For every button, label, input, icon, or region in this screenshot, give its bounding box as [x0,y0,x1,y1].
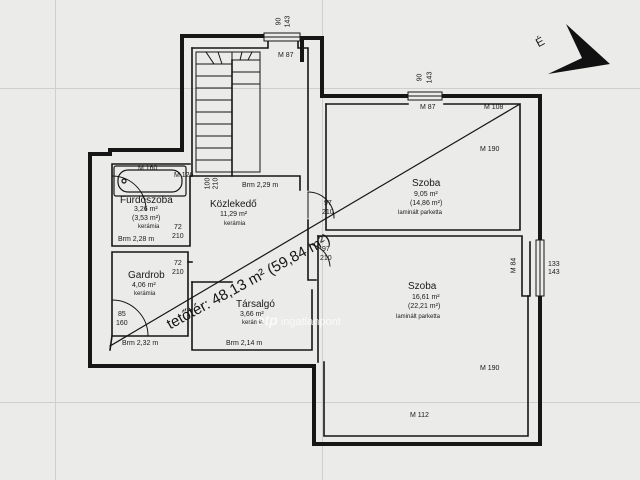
room-floor: laminált parketta [398,210,443,216]
room-floor: kerámia [134,291,156,297]
watermark-brand: otp [256,312,278,328]
window-dim-lower: 143 [548,269,560,276]
door-dim-height: 160 [116,320,128,327]
room-area: 3,66 m² [240,311,264,318]
room-name: Társalgó [236,299,275,310]
window-dim-lower: 143 [426,71,434,84]
room-area: 9,05 m² [414,191,438,198]
room-area: 4,06 m² [132,282,156,289]
m-label: M 190 [480,146,500,153]
bathtub [113,165,187,197]
door-dim-height: 210 [212,177,220,190]
room-name: Szoba [412,178,441,189]
m-label: M 190 [480,365,500,372]
window-m-label: M 87 [278,52,294,59]
m-label: M 112 [410,412,429,419]
inner-walls [109,39,531,437]
room-area-total: (14,86 m²) [410,200,443,207]
ceiling-height-label: Brm 2,32 m [122,340,159,347]
door-dim-width: 72 [174,260,182,267]
window-dim-lower: 143 [284,15,292,28]
room-floor: kerámia [242,320,264,326]
door-dim-width: 97 [322,246,330,253]
room-area: 11,29 m² [220,211,248,218]
watermark: otp ingatlanpont [256,312,341,328]
outer-walls [88,34,542,446]
room-name: Fürdőszoba [120,195,173,206]
ceiling-height-label: Brm 2,14 m [226,340,263,347]
m-label: M 160 [138,165,158,172]
room-floor: kerámia [224,221,246,227]
room-area: 16,61 m² [412,294,440,301]
door-dim-height: 210 [172,269,184,276]
m-label: M 108 [484,104,504,111]
door-dim-height: 210 [320,255,332,262]
door-dim-width: 72 [174,224,182,231]
room-floor: laminált parketta [396,314,441,320]
door-dim-height: 210 [322,209,334,216]
window-dim-upper: 90 [275,17,283,26]
room-name: Gardrob [128,270,165,281]
paper-grid-line [55,0,56,480]
door-swings [111,175,335,337]
watermark-text: ingatlanpont [280,316,341,328]
door-dim-width: 100 [204,177,212,190]
paper-grid-line [0,402,640,403]
room-floor: kerámia [138,224,160,230]
room-name: Közlekedő [210,199,257,210]
room-name: Szoba [408,281,437,292]
room-area-total: (3,53 m²) [132,215,161,222]
staircase [195,51,261,173]
window-dim-upper: 133 [548,261,560,268]
window-m-label: M 84 [510,257,518,274]
windows [263,32,545,297]
m-label: M 126 [174,172,194,179]
room-area-total: (22,21 m²) [408,303,441,310]
window-m-label: M 87 [420,104,436,111]
window-dim-upper: 90 [416,73,424,82]
room-area: 3,26 m² [134,206,158,213]
door-dim-width: 97 [324,200,332,207]
roof-height-line [109,103,521,347]
ceiling-height-label: Brm 2,29 m [242,182,279,189]
north-arrow-icon [548,24,610,74]
door-dim-height: 210 [172,233,184,240]
ceiling-height-label: Brm 2,28 m [118,236,155,243]
paper-grid-line [322,0,323,480]
door-dim-width: 85 [118,311,126,318]
